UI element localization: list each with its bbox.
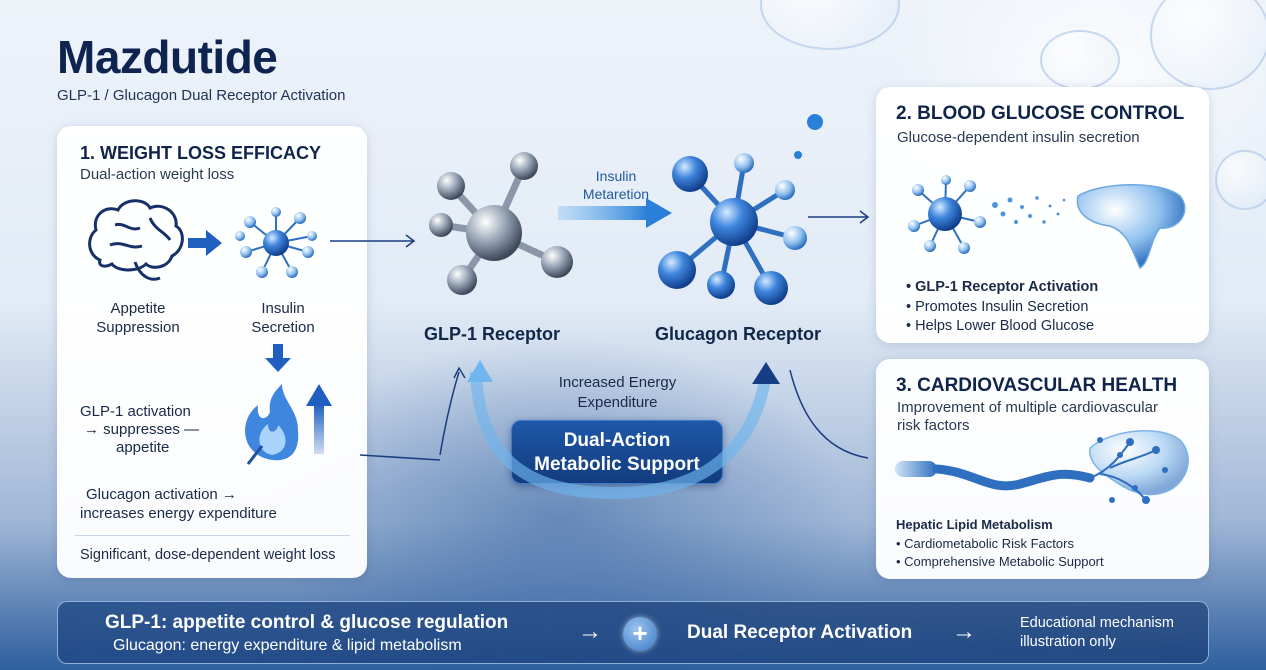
glp1-molecule-icon bbox=[429, 152, 573, 295]
cardio-heading: 3. CARDIOVASCULAR HEALTH bbox=[896, 375, 1178, 396]
arrow-label-line: Insulin bbox=[595, 168, 637, 184]
lipid-label: Hepatic Lipid Metabolism bbox=[896, 517, 1053, 532]
insulin-cell-icon bbox=[235, 207, 317, 278]
liver-icon bbox=[1089, 430, 1189, 496]
pancreas-icon bbox=[1076, 184, 1186, 270]
arrow-label-line: Metaretion bbox=[582, 186, 650, 202]
vessel-icon bbox=[895, 461, 937, 477]
up-arrow-icon bbox=[306, 384, 332, 454]
cardio-bullet: • Cardiometabolic Risk Factors bbox=[896, 536, 1074, 551]
cardio-subheading-line: Improvement of multiple cardiovascular bbox=[897, 399, 1158, 416]
cardio-bullet-text: Cardiometabolic Risk Factors bbox=[904, 536, 1074, 551]
cardio-bullet-text: Comprehensive Metabolic Support bbox=[904, 554, 1104, 569]
disclaimer-line: Educational mechanism bbox=[1020, 615, 1174, 631]
weight-loss-footer: Significant, dose-dependent weight loss bbox=[80, 547, 336, 563]
glucose-subheading: Glucose-dependent insulin secretion bbox=[897, 129, 1140, 146]
page-subtitle: GLP-1 / Glucagon Dual Receptor Activatio… bbox=[57, 87, 346, 104]
glucose-bullet-text: GLP-1 Receptor Activation bbox=[915, 279, 1099, 295]
flame-icon bbox=[245, 384, 299, 465]
decor-bubble bbox=[1150, 0, 1266, 90]
insulin-label: Insulin Secretion bbox=[251, 300, 315, 336]
glucose-bullet: • Helps Lower Blood Glucose bbox=[906, 318, 1095, 334]
glucagon-molecule-icon bbox=[658, 114, 823, 305]
glucose-bullet: • Promotes Insulin Secretion bbox=[906, 299, 1089, 315]
right-arrow-icon bbox=[188, 230, 222, 256]
glucagon-text-line: Glucagon activation → bbox=[86, 486, 237, 503]
disclaimer-note: Educational mechanism illustration only bbox=[1020, 614, 1200, 652]
right-arrow-icon: → bbox=[952, 618, 976, 645]
energy-expenditure-label: Increased Energy Expenditure bbox=[530, 373, 705, 413]
connector-arrow bbox=[330, 234, 416, 248]
plus-icon: + bbox=[623, 617, 657, 651]
glucose-bullet-text: Helps Lower Blood Glucose bbox=[915, 318, 1095, 334]
weight-loss-card bbox=[57, 126, 367, 578]
cardio-subheading: Improvement of multiple cardiovascular r… bbox=[897, 399, 1158, 435]
pancreas-illustration bbox=[908, 175, 1186, 270]
glp1-activation-text: GLP-1 activation → suppresses — appetite bbox=[80, 403, 240, 457]
cardio-subheading-line: risk factors bbox=[897, 417, 970, 434]
decor-bubble bbox=[1040, 30, 1120, 90]
summary-glucagon-text: Glucagon: energy expenditure & lipid met… bbox=[113, 637, 462, 654]
weight-loss-subheading: Dual-action weight loss bbox=[80, 166, 235, 183]
glucose-heading: 2. BLOOD GLUCOSE CONTROL bbox=[896, 103, 1185, 124]
appetite-label: Appetite Suppression bbox=[96, 300, 180, 336]
glp1-text-line: GLP-1 activation bbox=[80, 403, 191, 420]
insulin-arrow bbox=[558, 198, 672, 228]
brain-icon bbox=[88, 199, 184, 281]
insulin-arrow-label: Insulin Metaretion bbox=[566, 167, 666, 203]
glucagon-receptor-label: Glucagon Receptor bbox=[655, 324, 822, 344]
summary-dual-text: Dual Receptor Activation bbox=[687, 622, 913, 643]
down-arrow-icon bbox=[265, 344, 291, 372]
summary-glp1-text: GLP-1: appetite control & glucose regula… bbox=[105, 612, 509, 633]
cardio-bullet: • Comprehensive Metabolic Support bbox=[896, 554, 1104, 569]
glucagon-text-line: increases energy expenditure bbox=[80, 505, 277, 522]
right-arrow-icon: → bbox=[578, 618, 602, 645]
connector-arrow bbox=[808, 210, 870, 224]
dual-action-line: Dual-Action bbox=[563, 430, 671, 451]
cardio-illustration bbox=[895, 430, 1189, 504]
loop-arrow bbox=[359, 360, 869, 499]
page-title: Mazdutide bbox=[57, 31, 278, 83]
divider bbox=[75, 535, 350, 536]
glucose-bullet-text: Promotes Insulin Secretion bbox=[915, 299, 1089, 315]
energy-label-line: Increased Energy bbox=[558, 374, 677, 391]
dual-action-box: Dual-Action Metabolic Support bbox=[511, 420, 723, 484]
decor-bubble bbox=[1215, 150, 1266, 210]
disclaimer-line: illustration only bbox=[1020, 634, 1116, 650]
dual-action-line: Metabolic Support bbox=[534, 454, 700, 475]
energy-label-line: Expenditure bbox=[577, 394, 658, 411]
glp1-text-line: appetite bbox=[116, 439, 170, 456]
glucose-bullet: • GLP-1 Receptor Activation bbox=[906, 279, 1099, 295]
glp1-receptor-label: GLP-1 Receptor bbox=[424, 324, 561, 344]
weight-loss-heading: 1. WEIGHT LOSS EFFICACY bbox=[80, 143, 322, 163]
glucagon-activation-text: Glucagon activation → increases energy e… bbox=[80, 485, 350, 523]
glp1-text-line: → suppresses — bbox=[84, 421, 200, 438]
